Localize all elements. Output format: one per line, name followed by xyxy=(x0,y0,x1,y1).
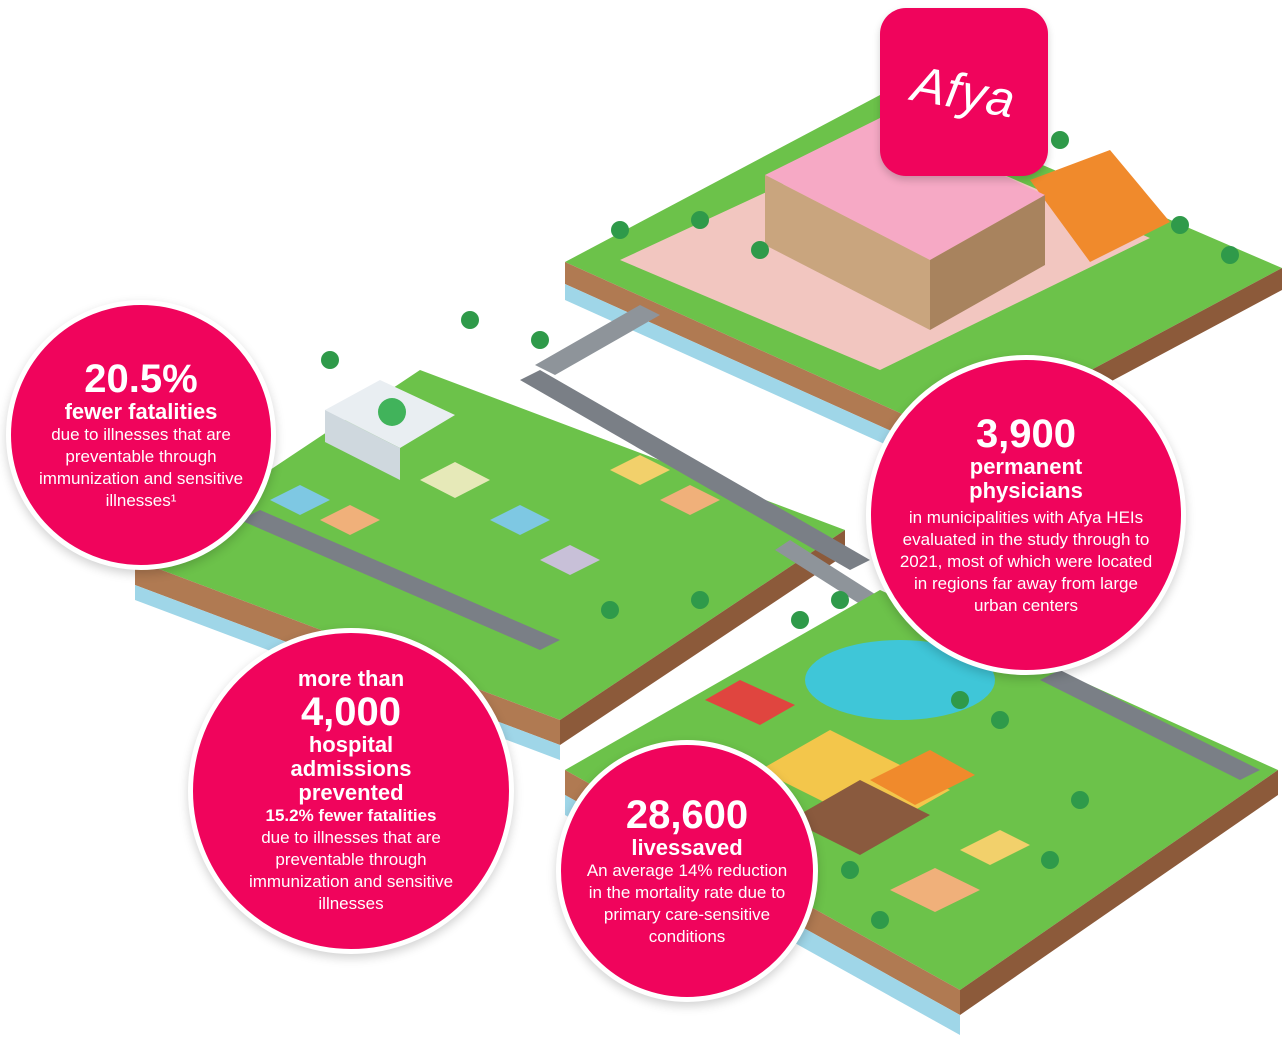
stat-headline: livessaved xyxy=(631,835,743,860)
stat-text: due to illnesses that are preventable th… xyxy=(248,828,454,913)
stat-headline: hospital admissions prevented xyxy=(290,732,412,805)
trees xyxy=(241,131,1239,929)
stat-value: 20.5% xyxy=(84,357,198,401)
logo-text: Afya xyxy=(907,55,1021,129)
farm-island xyxy=(565,590,1278,1035)
stat-headline: permanent physicians xyxy=(969,454,1083,503)
stat-text: in municipalities with Afya HEIs evaluat… xyxy=(899,508,1153,615)
stat-subhead: 15.2% fewer fatalities xyxy=(265,806,437,825)
stat-admissions-bubble: more than 4,000 hospital admissions prev… xyxy=(188,628,514,954)
stat-text: due to illnesses that are preventable th… xyxy=(38,425,244,510)
campus-island xyxy=(565,95,1282,478)
stat-lives-bubble: 28,600 livessaved An average 14% reducti… xyxy=(556,740,818,1002)
stat-value: 4,000 xyxy=(300,690,402,734)
stat-headline: fewer fatalities xyxy=(64,399,218,424)
stat-physicians-bubble: 3,900 permanent physicians in municipali… xyxy=(866,355,1186,675)
stat-prefix: more than xyxy=(297,666,405,691)
afya-logo: Afya xyxy=(880,8,1048,176)
stat-value: 28,600 xyxy=(625,793,749,837)
bridge xyxy=(535,305,660,375)
stat-value: 3,900 xyxy=(975,412,1077,456)
stat-fatalities-bubble: 20.5% fewer fatalities due to illnesses … xyxy=(6,300,276,570)
stat-text: An average 14% reduction in the mortalit… xyxy=(586,861,788,946)
